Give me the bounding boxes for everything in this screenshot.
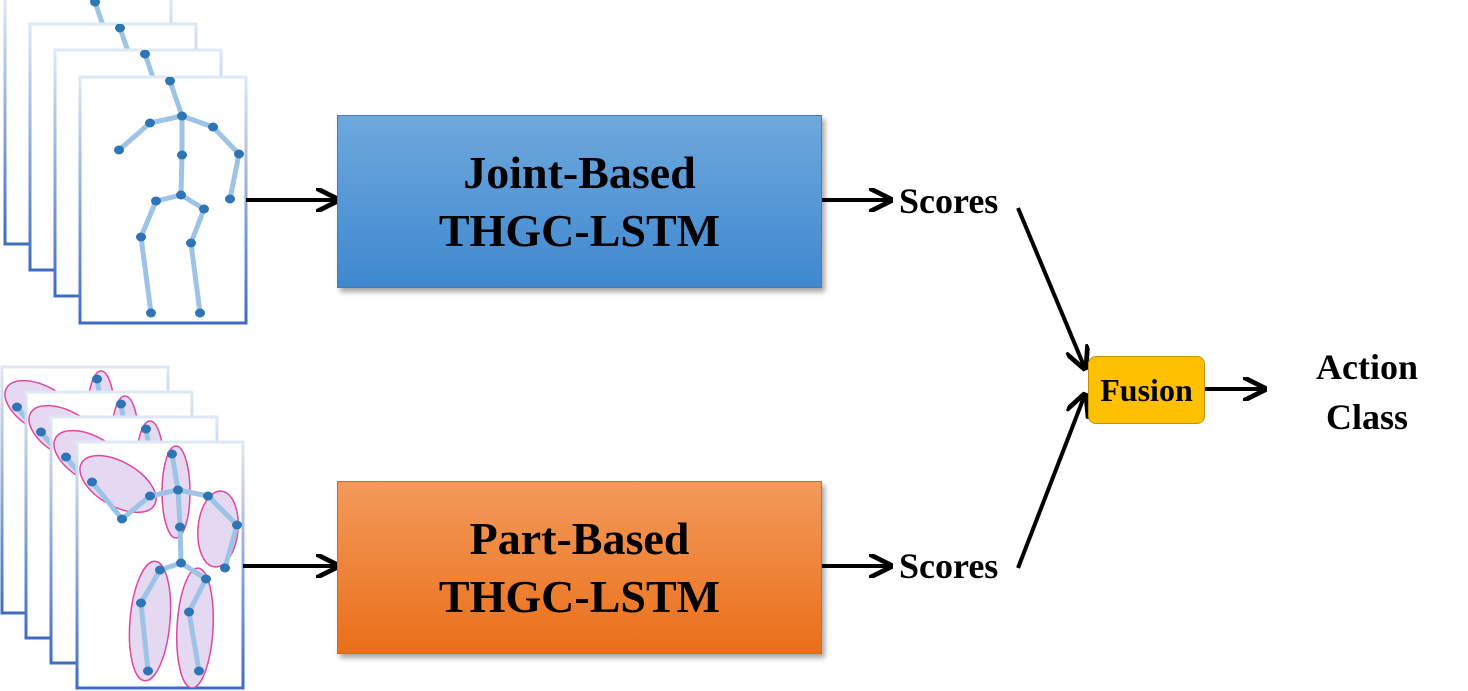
arrow-scores-top-to-fusion: [1016, 207, 1084, 366]
scores-bottom-label: Scores: [899, 546, 999, 586]
joint-based-block-line2: THGC-LSTM: [438, 204, 721, 256]
part-skeleton-frame-stack-icon: [0, 367, 243, 689]
action-class-line2: Class: [1325, 397, 1409, 437]
joint-based-block-line1: Joint-Based: [463, 146, 696, 198]
arrow-scores-bottom-to-fusion: [1016, 397, 1084, 569]
part-based-block: Part-Based THGC-LSTM: [337, 481, 822, 654]
joint-based-block: Joint-Based THGC-LSTM: [337, 115, 822, 288]
scores-top-label: Scores: [899, 181, 999, 221]
joint-frame-4: [80, 77, 246, 324]
fusion-block: Fusion: [1088, 356, 1205, 424]
part-based-block-line1: Part-Based: [469, 512, 690, 564]
action-class-line1: Action: [1316, 347, 1418, 387]
part-based-block-line2: THGC-LSTM: [438, 570, 721, 622]
action-class-label: Action Class: [1292, 342, 1442, 442]
part-frame-4: [71, 442, 243, 689]
skeleton-frame-stack-icon: [5, 0, 246, 323]
